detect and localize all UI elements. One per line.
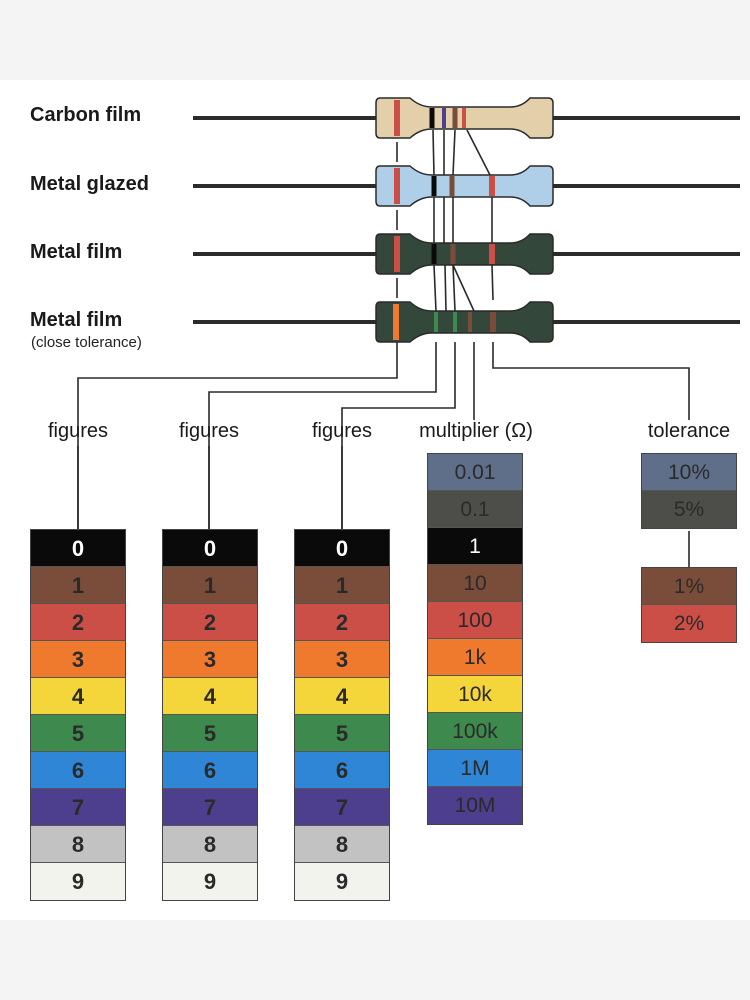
metal-film-close-resistor-band xyxy=(468,312,472,332)
metal-film-resistor-band xyxy=(431,244,437,264)
metal-film-close-resistor-band xyxy=(393,304,399,340)
figure-1-cell: 6 xyxy=(31,752,125,789)
metal-film-close-resistor-band xyxy=(490,312,496,332)
tolerance-cell: 10% xyxy=(642,454,736,491)
band3-connector xyxy=(444,264,447,312)
figure-2-cell: 5 xyxy=(163,715,257,752)
figure-3-cell: 5 xyxy=(295,715,389,752)
tolerance-column-lower: 1%2% xyxy=(641,567,737,643)
figure-3-cell: 4 xyxy=(295,678,389,715)
multiplier-cell: 0.01 xyxy=(428,454,522,491)
figure-3-cell: 9 xyxy=(295,863,389,900)
multiplier-cell: 100 xyxy=(428,602,522,639)
tolerance-connector xyxy=(452,264,475,312)
metal-glazed-resistor-band xyxy=(449,176,455,196)
figure-2-cell: 9 xyxy=(163,863,257,900)
figure-2-cell: 2 xyxy=(163,604,257,641)
metal-film-resistor-band xyxy=(450,244,456,264)
band2-connector xyxy=(432,129,435,176)
metal-glazed-resistor-band xyxy=(431,176,437,196)
tolerance-connector xyxy=(491,264,494,301)
figure-3-cell: 3 xyxy=(295,641,389,678)
tolerance-cell: 1% xyxy=(642,568,736,605)
multiplier-cell: 10 xyxy=(428,565,522,602)
figure-1-cell: 4 xyxy=(31,678,125,715)
figure-3-cell: 1 xyxy=(295,567,389,604)
figure-2-cell: 7 xyxy=(163,789,257,826)
tolerance-cell: 5% xyxy=(642,491,736,528)
carbon-film-resistor-band xyxy=(429,108,435,128)
multiplier-cell: 100k xyxy=(428,713,522,750)
figure-2-cell: 4 xyxy=(163,678,257,715)
figure-2-cell: 8 xyxy=(163,826,257,863)
metal-film-close-resistor-band xyxy=(434,312,438,332)
multiplier-connector xyxy=(452,129,456,176)
figure-3-cell: 7 xyxy=(295,789,389,826)
figure-1-cell: 1 xyxy=(31,567,125,604)
tolerance-column-upper: 10%5% xyxy=(641,453,737,529)
header-figures-1: figures xyxy=(47,420,109,442)
metal-film-resistor-band xyxy=(489,244,495,264)
metal-glazed-resistor-body xyxy=(375,165,554,207)
header-tolerance: tolerance xyxy=(647,420,731,442)
metal-glazed-resistor-band xyxy=(489,176,495,196)
tolerance-cell: 2% xyxy=(642,605,736,642)
figure-1-cell: 7 xyxy=(31,789,125,826)
figure-3-cell: 0 xyxy=(295,530,389,567)
figure-2-cell: 1 xyxy=(163,567,257,604)
label-close-tolerance: (close tolerance) xyxy=(31,334,142,351)
multiplier-cell: 10M xyxy=(428,787,522,824)
carbon-film-resistor-band xyxy=(452,108,458,128)
metal-film-close-resistor-band xyxy=(453,312,457,332)
header-figures-3: figures xyxy=(311,420,373,442)
multiplier-connector xyxy=(452,264,456,312)
tolerance-leader xyxy=(492,342,690,420)
multiplier-cell: 1 xyxy=(428,528,522,565)
figure-1-cell: 0 xyxy=(31,530,125,567)
multiplier-cell: 1M xyxy=(428,750,522,787)
multiplier-cell: 1k xyxy=(428,639,522,676)
metal-film-close-resistor-body xyxy=(375,301,554,343)
figure-2-cell: 0 xyxy=(163,530,257,567)
figure-3-cell: 8 xyxy=(295,826,389,863)
tolerance-connector xyxy=(466,129,491,176)
figure-1-cell: 2 xyxy=(31,604,125,641)
figure-1-cell: 9 xyxy=(31,863,125,900)
carbon-film-resistor-band xyxy=(442,108,446,128)
metal-film-resistor-band xyxy=(394,236,400,272)
band2-connector xyxy=(433,264,437,312)
label-carbon-film: Carbon film xyxy=(30,104,142,126)
metal-film-resistor-body xyxy=(375,233,554,275)
carbon-film-resistor-band xyxy=(394,100,400,136)
figure-3-cell: 6 xyxy=(295,752,389,789)
carbon-film-resistor-band xyxy=(462,108,466,128)
figure-2-cell: 6 xyxy=(163,752,257,789)
label-metal-film-close: Metal film xyxy=(30,309,123,331)
figure-2-cell: 3 xyxy=(163,641,257,678)
metal-glazed-resistor-band xyxy=(394,168,400,204)
figure-3-cell: 2 xyxy=(295,604,389,641)
multiplier-cell: 10k xyxy=(428,676,522,713)
multiplier-cell: 0.1 xyxy=(428,491,522,528)
figure-1-cell: 8 xyxy=(31,826,125,863)
figure-1-cell: 5 xyxy=(31,715,125,752)
figure-1-cell: 3 xyxy=(31,641,125,678)
header-multiplier: multiplier (Ω) xyxy=(419,420,533,442)
header-figures-2: figures xyxy=(178,420,240,442)
label-metal-film: Metal film xyxy=(30,241,123,263)
label-metal-glazed: Metal glazed xyxy=(30,173,149,195)
